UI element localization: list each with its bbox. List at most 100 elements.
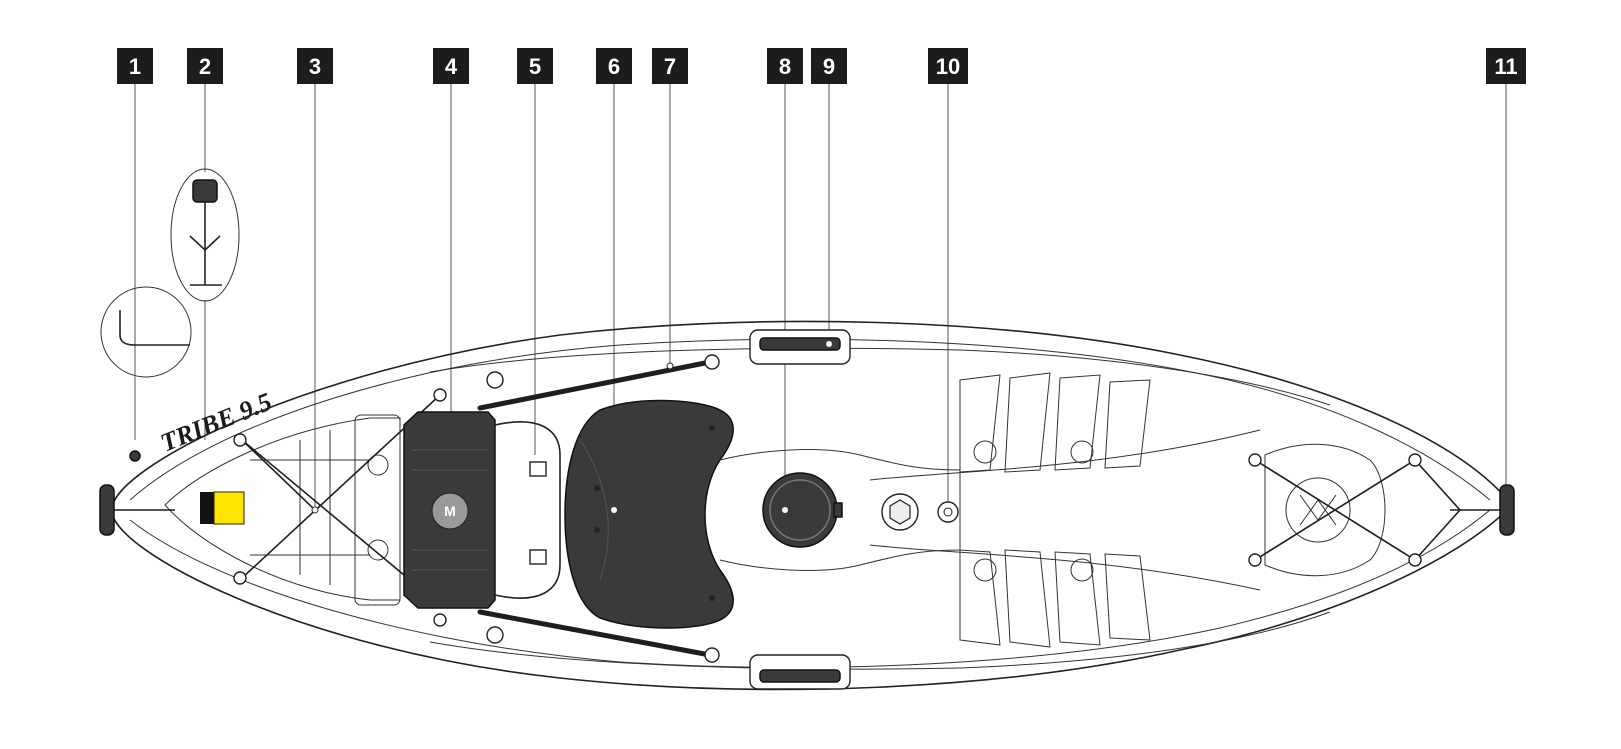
seat-logo-mark: M bbox=[444, 503, 456, 519]
bungee-cross-point bbox=[311, 506, 319, 514]
center-drain-inner bbox=[943, 507, 953, 517]
svg-text:4: 4 bbox=[445, 54, 458, 79]
backrest-straps bbox=[477, 354, 720, 663]
center-hatch bbox=[719, 449, 961, 571]
inset-drain-oval bbox=[170, 168, 240, 302]
bungee-anchor-4 bbox=[433, 613, 447, 627]
scupper-left-upper bbox=[367, 454, 389, 476]
seat-pad-bolt-3 bbox=[594, 485, 600, 491]
hull-rail-lower bbox=[129, 509, 1491, 668]
bungee-stern-4 bbox=[1414, 509, 1461, 561]
hull-rail-upper bbox=[129, 338, 1491, 501]
leader-lines bbox=[134, 82, 1507, 510]
callout-11: 11 bbox=[1486, 48, 1526, 84]
inset-hull-circle bbox=[100, 286, 192, 378]
callout-2: 2 bbox=[187, 48, 223, 84]
bungee-anchor-2 bbox=[233, 571, 247, 585]
seat-frame-clip-lower bbox=[529, 549, 547, 565]
strap-anchor-lower bbox=[704, 647, 720, 663]
hull-edge-detail-inset bbox=[100, 286, 192, 378]
bungee-bow-3 bbox=[241, 439, 316, 511]
foot-rests bbox=[869, 372, 1261, 648]
callout-4: 4 bbox=[433, 48, 469, 84]
paddle-keeper-lower bbox=[486, 626, 504, 644]
strap-point-7 bbox=[666, 362, 674, 370]
hatch-cover-rim bbox=[769, 479, 831, 541]
inset-plug-fin-right bbox=[204, 235, 221, 251]
seat-frame-clip-upper bbox=[529, 461, 547, 477]
svg-text:1: 1 bbox=[129, 54, 141, 79]
bow-carry-handle bbox=[99, 484, 115, 536]
seat-pad-seam bbox=[579, 439, 609, 581]
tag-black-half bbox=[200, 492, 214, 524]
bungee-anchor-3 bbox=[433, 388, 447, 402]
seat-frame-tube bbox=[494, 421, 561, 599]
seat-pad-bolt-2 bbox=[709, 595, 715, 601]
callout-8: 8 bbox=[767, 48, 803, 84]
hull-deck-line-upper bbox=[429, 347, 1331, 406]
center-console-outline bbox=[719, 449, 961, 571]
svg-text:7: 7 bbox=[664, 54, 676, 79]
tag-yellow-half bbox=[213, 491, 245, 525]
stern-anchor-1 bbox=[1248, 453, 1262, 467]
stern-well-outline bbox=[1264, 443, 1386, 577]
svg-text:2: 2 bbox=[199, 54, 211, 79]
svg-text:8: 8 bbox=[779, 54, 791, 79]
stern-carry-handle bbox=[1499, 484, 1515, 536]
drain-plug bbox=[129, 450, 141, 462]
foot-rest-upper-2 bbox=[1004, 372, 1051, 473]
hex-plug bbox=[889, 499, 911, 525]
foot-rest-lower-1 bbox=[959, 549, 1001, 646]
svg-text:3: 3 bbox=[309, 54, 321, 79]
center-drain bbox=[937, 501, 959, 523]
drain-plug-detail-inset bbox=[170, 168, 240, 302]
stern-anchor-2 bbox=[1248, 553, 1262, 567]
center-channel-upper bbox=[869, 429, 1261, 481]
seat-pad-shape bbox=[564, 399, 734, 629]
svg-text:11: 11 bbox=[1494, 54, 1517, 79]
bungee-stern-2 bbox=[1254, 459, 1416, 561]
bow-tank-well bbox=[164, 414, 401, 606]
callout-9: 9 bbox=[811, 48, 847, 84]
seat-frame bbox=[494, 421, 561, 599]
svg-text:9: 9 bbox=[823, 54, 835, 79]
bow-handle bbox=[99, 450, 175, 536]
callout-1: 1 bbox=[117, 48, 153, 84]
callout-labels: 1 2 3 4 5 6 7 8 bbox=[117, 48, 1526, 84]
hull-deck-line-lower bbox=[429, 611, 1331, 670]
callout-5: 5 bbox=[517, 48, 553, 84]
side-handle-upper-point bbox=[826, 341, 832, 347]
foot-rest-lower-3 bbox=[1054, 551, 1101, 646]
callout-3: 3 bbox=[297, 48, 333, 84]
seat: M bbox=[403, 411, 496, 609]
svg-text:5: 5 bbox=[529, 54, 541, 79]
stern-handle bbox=[1450, 484, 1515, 536]
scupper-lower-1 bbox=[973, 558, 997, 582]
hatch-latch bbox=[833, 502, 843, 518]
hatch-cover bbox=[762, 472, 838, 548]
seat-back-frame bbox=[354, 414, 401, 606]
inset-hull-profile bbox=[119, 310, 190, 346]
stern-logo-ring bbox=[1285, 477, 1351, 543]
hatch-point-8 bbox=[782, 507, 788, 513]
svg-text:10: 10 bbox=[936, 54, 960, 79]
backrest-strap-upper bbox=[477, 359, 713, 411]
seat-pad-center bbox=[611, 507, 617, 513]
foot-rest-lower-4 bbox=[1104, 553, 1151, 641]
center-fittings bbox=[881, 493, 959, 531]
callout-10: 10 bbox=[928, 48, 968, 84]
inset-plug-cap bbox=[192, 179, 218, 203]
side-handle-upper bbox=[759, 337, 841, 351]
stern-anchor-4 bbox=[1408, 553, 1422, 567]
center-channel-lower bbox=[869, 544, 1261, 591]
stern-tank-well bbox=[1248, 443, 1461, 577]
paddle-keeper-upper bbox=[486, 371, 504, 389]
seat-pad-bolt-1 bbox=[709, 425, 715, 431]
paddle-keepers bbox=[486, 371, 504, 644]
callout-6: 6 bbox=[596, 48, 632, 84]
registration-tag bbox=[200, 491, 245, 525]
seat-pad-bolt-4 bbox=[594, 527, 600, 533]
inset-plug-fin-left bbox=[189, 235, 206, 251]
callout-7: 7 bbox=[652, 48, 688, 84]
